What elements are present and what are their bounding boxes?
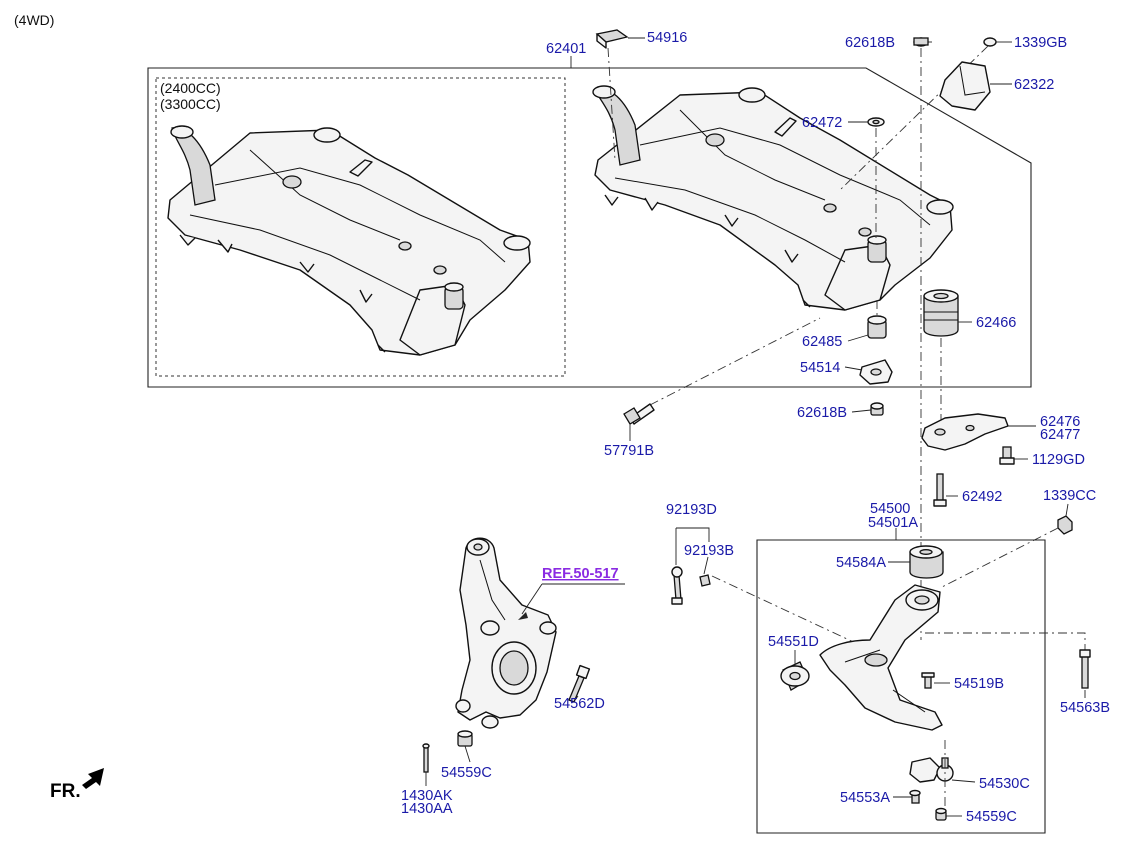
part-label-92193b[interactable]: 92193B bbox=[684, 543, 734, 559]
front-label: FR. bbox=[50, 781, 81, 802]
part-label-62472[interactable]: 62472 bbox=[802, 115, 842, 131]
part-label-54584a[interactable]: 54584A bbox=[836, 555, 886, 571]
variant-label: (4WD) bbox=[14, 12, 54, 28]
bushing-62466 bbox=[923, 289, 959, 420]
part-label-62492[interactable]: 62492 bbox=[962, 489, 1002, 505]
bolt-62492 bbox=[933, 473, 947, 507]
nut-62618b-bottom bbox=[870, 402, 884, 416]
part-label-92193d[interactable]: 92193D bbox=[666, 502, 717, 518]
nut-1339gb bbox=[839, 37, 997, 191]
part-label-54500[interactable]: 54500 bbox=[870, 501, 910, 517]
part-label-1339gb[interactable]: 1339GB bbox=[1014, 35, 1067, 51]
bolt-54562d bbox=[568, 664, 591, 703]
part-label-54559c-right[interactable]: 54559C bbox=[966, 809, 1017, 825]
reference-callout[interactable]: REF.50-517 bbox=[518, 566, 625, 620]
arrow-front-icon bbox=[82, 768, 104, 789]
part-label-62477[interactable]: 62477 bbox=[1040, 427, 1080, 443]
part-label-54519b[interactable]: 54519B bbox=[954, 676, 1004, 692]
pin-1430ak bbox=[422, 743, 430, 773]
part-label-54501a[interactable]: 54501A bbox=[868, 515, 918, 531]
part-label-62476[interactable]: 62476 bbox=[1040, 414, 1080, 430]
subframe-group-outline bbox=[147, 56, 1032, 388]
front-direction-indicator: FR. bbox=[50, 768, 104, 802]
part-label-62618b-top[interactable]: 62618B bbox=[845, 35, 895, 51]
nut-1339cc bbox=[939, 515, 1073, 589]
bracket-62476 bbox=[921, 413, 1009, 451]
nut-54559c-right bbox=[935, 807, 947, 821]
lower-arm-box bbox=[756, 528, 1046, 834]
bolt-1129gd bbox=[999, 446, 1015, 465]
reference-link[interactable]: REF.50-517 bbox=[542, 566, 619, 582]
bushing-54584a bbox=[909, 545, 944, 579]
part-54916-illustration bbox=[595, 29, 629, 161]
part-label-62618b-bottom[interactable]: 62618B bbox=[797, 405, 847, 421]
part-label-54553a[interactable]: 54553A bbox=[840, 790, 890, 806]
engine-label-3300: (3300CC) bbox=[160, 96, 221, 112]
stabilizer-link-92193d bbox=[671, 566, 683, 605]
nut-54559c-left bbox=[457, 730, 473, 747]
bolt-54563b bbox=[925, 632, 1091, 689]
bracket-62322 bbox=[939, 61, 991, 111]
bushing-54551d bbox=[780, 661, 810, 691]
ball-joint-54530c bbox=[909, 740, 954, 810]
bolt-57791b bbox=[623, 317, 821, 425]
part-label-1339cc[interactable]: 1339CC bbox=[1043, 488, 1096, 504]
steering-knuckle-illustration bbox=[455, 537, 557, 729]
stopper-54514 bbox=[859, 359, 893, 385]
part-label-54916[interactable]: 54916 bbox=[647, 30, 687, 46]
part-label-62466[interactable]: 62466 bbox=[976, 315, 1016, 331]
bolt-54553a bbox=[909, 789, 921, 804]
part-label-62322[interactable]: 62322 bbox=[1014, 77, 1054, 93]
part-label-62401[interactable]: 62401 bbox=[546, 41, 586, 57]
part-label-54551d[interactable]: 54551D bbox=[768, 634, 819, 650]
leader-lines bbox=[425, 37, 1086, 817]
part-label-1430aa[interactable]: 1430AA bbox=[401, 801, 453, 817]
part-labels: 62401 54916 62618B 1339GB 62322 62472 62… bbox=[401, 30, 1110, 825]
engine-label-2400: (2400CC) bbox=[160, 80, 221, 96]
subframe-left-illustration bbox=[167, 125, 531, 356]
part-label-54514[interactable]: 54514 bbox=[800, 360, 840, 376]
nut-62618b-top bbox=[913, 37, 929, 640]
bolt-54519b bbox=[921, 672, 935, 689]
lower-control-arm-illustration bbox=[819, 584, 943, 731]
part-label-54563b[interactable]: 54563B bbox=[1060, 700, 1110, 716]
subframe-right-illustration bbox=[592, 85, 954, 311]
part-label-62485[interactable]: 62485 bbox=[802, 334, 842, 350]
part-label-57791b[interactable]: 57791B bbox=[604, 443, 654, 459]
part-label-54530c[interactable]: 54530C bbox=[979, 776, 1030, 792]
washer-62472 bbox=[867, 117, 885, 238]
bolt-92193b bbox=[699, 574, 861, 646]
bushing-62485 bbox=[867, 300, 887, 339]
part-label-1430ak[interactable]: 1430AK bbox=[401, 788, 453, 804]
part-label-54562d[interactable]: 54562D bbox=[554, 696, 605, 712]
part-label-1129gd[interactable]: 1129GD bbox=[1032, 452, 1085, 468]
part-label-54559c-left[interactable]: 54559C bbox=[441, 765, 492, 781]
